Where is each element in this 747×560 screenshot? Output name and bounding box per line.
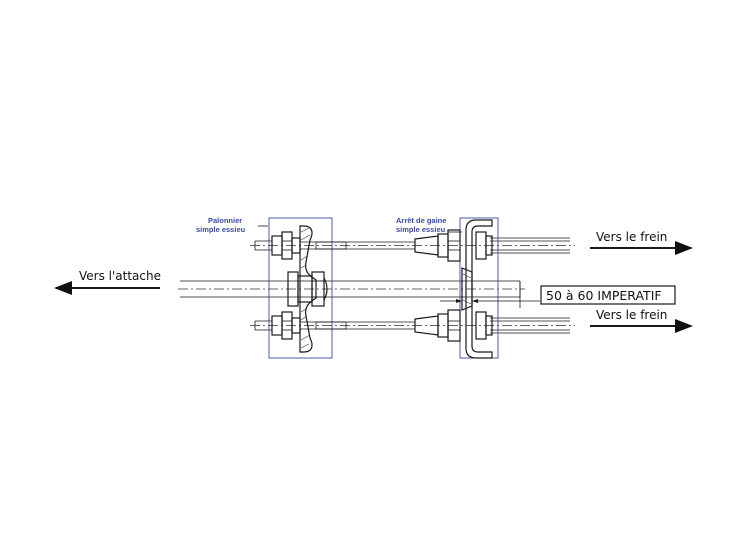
- imperatif-dimension: 50 à 60 IMPERATIF: [440, 281, 676, 308]
- arret-label-line2: simple essieu: [396, 225, 446, 234]
- imperatif-label: 50 à 60 IMPERATIF: [546, 288, 662, 303]
- palonnier-label-line2: simple essieu: [196, 225, 246, 234]
- central-rod: [178, 280, 525, 298]
- vers-frein-top-label: Vers le frein: [596, 230, 667, 244]
- arrow-vers-attache: [54, 281, 160, 295]
- arret-label-line1: Arrêt de gaine: [396, 216, 446, 225]
- palonnier-label-line1: Palonnier: [208, 216, 242, 225]
- vers-frein-bottom-label: Vers le frein: [596, 308, 667, 322]
- palonnier-assembly: [258, 217, 347, 359]
- imperatif-box: [540, 285, 676, 305]
- lower-cable: [250, 317, 575, 334]
- arrow-vers-frein-top: [590, 241, 693, 255]
- arret-de-gaine-assembly: [414, 217, 499, 359]
- upper-cable: [250, 237, 575, 254]
- vers-attache-label: Vers l'attache: [79, 269, 161, 283]
- arrow-vers-frein-bottom: [590, 319, 693, 333]
